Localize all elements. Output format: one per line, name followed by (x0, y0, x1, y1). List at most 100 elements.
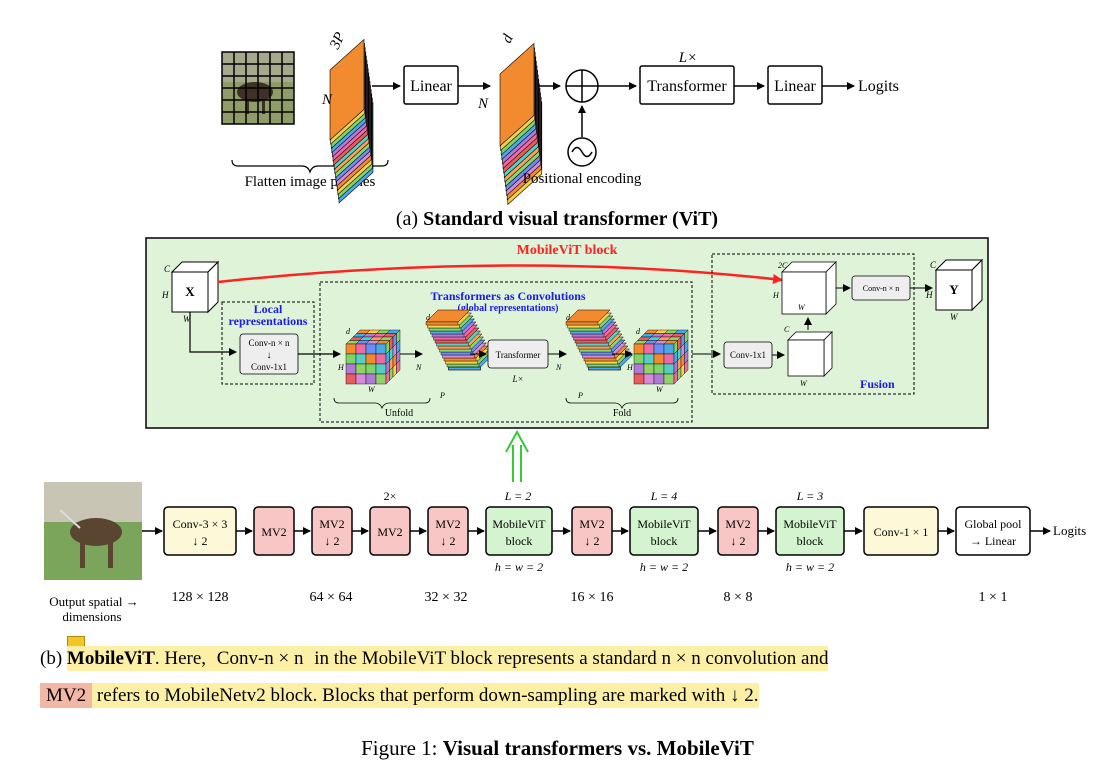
feature-grid-cube-2 (633, 329, 689, 385)
cube-front-cell (375, 353, 387, 365)
cube-front-cell (365, 353, 377, 365)
transformer-box (639, 65, 735, 105)
caption-b-text-2: refers to MobileNetv2 block. Blocks that… (92, 683, 759, 708)
stack-layer-face (427, 324, 460, 329)
mv2-down-label-1: MV2 (319, 517, 344, 531)
w-fusion-label: W (800, 379, 808, 388)
cube-front-cell (365, 363, 377, 375)
stack-layer-face (443, 357, 477, 362)
fold-label: Fold (613, 408, 631, 419)
h-fusion-label: H (772, 291, 780, 300)
mv2-down-arrow-3: ↓ 2 (585, 534, 600, 548)
mobilevit-label-3b: block (797, 534, 824, 548)
patch-image-thumbnail (221, 51, 295, 125)
stack-layer-face (568, 327, 602, 332)
global-pool-label: Global pool (965, 517, 1023, 531)
cube-front-cell (643, 343, 655, 355)
tac-title: Transformers as Convolutions (430, 289, 585, 303)
cube-front-cell (355, 343, 367, 355)
conv1x1-label: Conv-1 × 1 (874, 525, 929, 539)
lx-label-small: L× (511, 374, 523, 384)
linear-label-2: Linear (774, 78, 816, 95)
h-label-2: H (626, 363, 634, 372)
caption-b-bold: MobileViT. Here, (66, 646, 211, 671)
mv2-label-1: MV2 (261, 525, 286, 539)
fusion-box (711, 253, 915, 395)
cube-front-cell (365, 343, 377, 355)
mv2-label-2: MV2 (377, 525, 402, 539)
h-label-1: H (337, 363, 345, 372)
w-label-1: W (368, 385, 376, 394)
d-label-4: d (636, 327, 641, 336)
mv2-down-arrow-4: ↓ 2 (731, 534, 746, 548)
output-spatial-label: Output spatial →dimensions (49, 594, 139, 624)
linear-box-1 (403, 65, 459, 105)
stack-layer-face (571, 333, 605, 338)
stack-layer-face (442, 354, 475, 359)
local-representations-box (221, 301, 315, 385)
transformers-as-convolutions-box (319, 281, 693, 423)
positional-encoding-label: Positional encoding (523, 171, 642, 187)
concat-cube (781, 261, 837, 315)
unfolded-stack (425, 309, 494, 371)
fused-cube-small (787, 331, 833, 377)
c-out-label: C (930, 260, 937, 270)
output-cube-y (934, 258, 984, 312)
stack-layer-face (579, 348, 612, 353)
mobilevit-block-title: MobileViT block (517, 243, 618, 258)
mobilevit-label-1a: MobileViT (492, 517, 546, 531)
stack-layer-face (574, 339, 608, 344)
linear-label-1: Linear (410, 78, 452, 95)
cube-front-cell (633, 343, 645, 355)
stack-layer-face (428, 327, 462, 332)
mv2-down-label-3: MV2 (579, 517, 604, 531)
d-label-2: d (426, 313, 431, 322)
cube-front-cell (345, 343, 357, 355)
stack-layer-face (448, 366, 481, 371)
l4-label: L = 4 (650, 489, 678, 503)
cube-front-cell (643, 373, 655, 385)
cube-front-cell (345, 373, 357, 385)
stack-layer-face (436, 342, 469, 347)
stack-layer-face (446, 363, 480, 368)
dim-8: 8 × 8 (724, 590, 753, 605)
unfold-brace (333, 397, 431, 410)
cube-front-cell (365, 373, 377, 385)
dim-64: 64 × 64 (310, 590, 353, 605)
x-label: X (185, 284, 195, 299)
n-label-a: N (415, 363, 422, 372)
hw-label-3: h = w = 2 (786, 560, 834, 574)
three-p-label: 3P (327, 30, 349, 53)
y-label: Y (949, 282, 959, 297)
expand-arrow-icon (505, 429, 529, 482)
stack-layer-face (570, 330, 603, 335)
cube-front-cell (643, 363, 655, 375)
stack-layer-face (434, 339, 468, 344)
cube-front-cell (345, 353, 357, 365)
n-label-2: N (477, 96, 489, 112)
cube-front-cell (643, 353, 655, 365)
c-fusion-label: C (784, 325, 790, 334)
feature-grid-cube-1 (345, 329, 401, 385)
cube-front-cell (355, 373, 367, 385)
w-label: W (183, 314, 192, 324)
cube-front-cell (663, 353, 675, 365)
stack-layer-edge (588, 366, 621, 371)
mobilevit-label-2b: block (651, 534, 678, 548)
stack-layer-face (586, 363, 620, 368)
cube-front-cell (375, 373, 387, 385)
two-c-label: 2C (778, 261, 788, 270)
mv2-down-label-4: MV2 (725, 517, 750, 531)
caption-a: (a) Standard visual transformer (ViT) (396, 208, 718, 230)
cube-front-cell (633, 373, 645, 385)
transformer-label: Transformer (647, 78, 727, 95)
patch-stack-3p (329, 38, 374, 204)
c-label: C (164, 264, 171, 274)
cube-front-cell (653, 343, 665, 355)
arrow (189, 312, 237, 356)
stack-layer-face (573, 336, 606, 341)
mobilevit-label-2a: MobileViT (637, 517, 691, 531)
stack-layer-face (430, 330, 463, 335)
